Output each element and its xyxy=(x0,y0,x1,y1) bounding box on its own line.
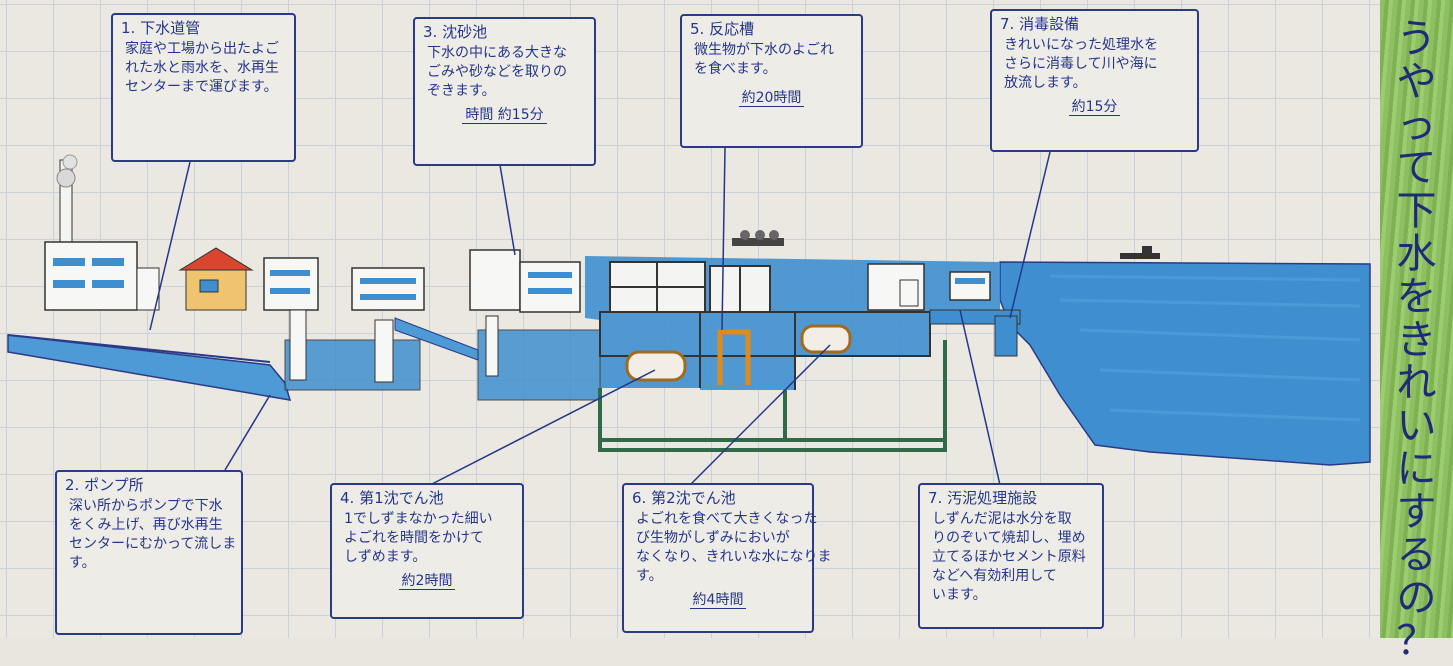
box-time: 約2時間 xyxy=(332,570,522,590)
factory-building xyxy=(44,154,160,311)
box-line: す。 xyxy=(636,568,663,584)
box-time: 約4時間 xyxy=(624,589,812,609)
box-line: を食べます。 xyxy=(694,61,777,77)
box-line: います。 xyxy=(932,587,987,603)
title-char: を xyxy=(1396,274,1437,320)
box-line: 下水の中にある大きな xyxy=(427,45,567,61)
box-primary-settling: 4. 第1沈でん池 1でしずまなかった細い よごれを時間をかけて しずめます。 … xyxy=(330,483,524,619)
title-char: に xyxy=(1396,446,1437,492)
box-line: よごれを時間をかけて xyxy=(344,530,484,546)
box-line: 深い所からポンプで下水 xyxy=(69,498,223,514)
box-title: 7. 汚泥処理施設 xyxy=(928,489,1038,507)
vertical-title: うやって下水をきれいにするの？ xyxy=(1382,0,1451,664)
box-disinfection: 7. 消毒設備 きれいになった処理水を さらに消毒して川や海に 放流します。 約… xyxy=(990,9,1199,152)
title-char: 下 xyxy=(1396,188,1437,234)
box-line: りのぞいて焼却し、埋め xyxy=(932,530,1086,546)
leader-line xyxy=(149,147,1051,486)
box-time: 時間 約15分 xyxy=(415,104,594,124)
title-char: す xyxy=(1396,489,1437,535)
box-line: をくみ上げ、再び水再生 xyxy=(69,517,223,533)
box-line: 立てるほかセメント原料 xyxy=(932,549,1086,565)
sewer-pipe xyxy=(7,334,292,401)
box-line: しずんだ泥は水分を取 xyxy=(932,511,1072,527)
box-line: す。 xyxy=(69,555,96,571)
disinfection-building xyxy=(867,263,1021,357)
tank-outline xyxy=(599,261,931,390)
title-char: れ xyxy=(1396,360,1437,406)
title-char: の xyxy=(1396,575,1437,621)
box-line: センターまで運びます。 xyxy=(125,79,278,95)
box-body: 家庭や工場から出たよご れた水と雨水を、水再生 センターまで運びます。 xyxy=(113,38,294,97)
box-line: ぞきます。 xyxy=(427,83,496,99)
boat-icon xyxy=(1120,246,1160,259)
box-reaction-tank: 5. 反応槽 微生物が下水のよごれ を食べます。 約20時間 xyxy=(680,14,863,148)
box-body: 微生物が下水のよごれ を食べます。 xyxy=(682,39,861,79)
box-title: 6. 第2沈でん池 xyxy=(632,489,736,507)
box-line: きれいになった処理水を xyxy=(1004,37,1158,53)
box-line: などへ有効利用して xyxy=(932,568,1057,584)
box-line: ごみや砂などを取りの xyxy=(427,64,567,80)
box-body: 深い所からポンプで下水 をくみ上げ、再び水再生 センターにむかって流しま す。 xyxy=(57,495,241,573)
sea-water xyxy=(999,261,1371,466)
box-title: 3. 沈砂池 xyxy=(423,23,488,41)
box-body: しずんだ泥は水分を取 りのぞいて焼却し、埋め 立てるほかセメント原料 などへ有効… xyxy=(920,508,1102,605)
box-grit-chamber: 3. 沈砂池 下水の中にある大きな ごみや砂などを取りの ぞきます。 時間 約1… xyxy=(413,17,596,166)
title-char: 水 xyxy=(1396,231,1437,277)
box-line: なくなり、きれいな水になりま xyxy=(636,549,832,565)
title-sidebar: うやって下水をきれいにするの？ xyxy=(1380,0,1453,664)
title-char: る xyxy=(1396,532,1437,578)
box-body: きれいになった処理水を さらに消毒して川や海に 放流します。 xyxy=(992,34,1197,93)
box-time: 約20時間 xyxy=(682,87,861,107)
grit-chamber-building xyxy=(469,249,581,313)
box-title: 5. 反応槽 xyxy=(690,20,755,38)
title-char: う xyxy=(1396,16,1437,62)
box-sludge-treatment: 7. 汚泥処理施設 しずんだ泥は水分を取 りのぞいて焼却し、埋め 立てるほかセメ… xyxy=(918,483,1104,629)
box-line: さらに消毒して川や海に xyxy=(1004,56,1158,72)
title-char: い xyxy=(1396,403,1437,449)
aeration-pipe xyxy=(717,329,751,385)
title-char: き xyxy=(1396,317,1437,363)
box-time: 約15分 xyxy=(992,96,1197,116)
box-pump-station: 2. ポンプ所 深い所からポンプで下水 をくみ上げ、再び水再生 センターにむかっ… xyxy=(55,470,243,635)
box-title: 4. 第1沈でん池 xyxy=(340,489,444,507)
box-line: 放流します。 xyxy=(1004,75,1087,91)
box-line: び生物がしずみにおいが xyxy=(636,530,790,546)
box-sewer-pipe: 1. 下水道管 家庭や工場から出たよご れた水と雨水を、水再生 センターまで運び… xyxy=(111,13,296,162)
ship-icon xyxy=(732,230,784,246)
house-icon xyxy=(178,247,254,311)
box-line: しずめます。 xyxy=(344,549,427,565)
box-line: れた水と雨水を、水再生 xyxy=(125,60,279,76)
box-line: 1でしずまなかった細い xyxy=(344,511,493,527)
box-title: 7. 消毒設備 xyxy=(1000,15,1080,33)
title-char: っ xyxy=(1396,102,1437,148)
title-char: や xyxy=(1396,59,1437,105)
box-body: 1でしずまなかった細い よごれを時間をかけて しずめます。 xyxy=(332,508,522,567)
box-line: よごれを食べて大きくなった xyxy=(636,511,818,527)
sludge-return-pipe xyxy=(598,340,947,452)
box-line: センターにむかって流しま xyxy=(69,536,237,552)
pump-station-building xyxy=(263,257,425,311)
box-title: 1. 下水道管 xyxy=(121,19,201,37)
sludge-blob xyxy=(625,324,852,382)
treatment-plant-drawing xyxy=(7,147,1371,486)
box-body: 下水の中にある大きな ごみや砂などを取りの ぞきます。 xyxy=(415,42,594,101)
title-char: て xyxy=(1396,145,1437,191)
box-line: 微生物が下水のよごれ xyxy=(694,42,834,58)
box-body: よごれを食べて大きくなった び生物がしずみにおいが なくなり、きれいな水になりま… xyxy=(624,508,832,586)
box-title: 2. ポンプ所 xyxy=(65,476,144,494)
box-secondary-settling: 6. 第2沈でん池 よごれを食べて大きくなった び生物がしずみにおいが なくなり… xyxy=(622,483,832,633)
box-line: 家庭や工場から出たよご xyxy=(125,41,279,57)
title-char: ？ xyxy=(1396,618,1437,664)
